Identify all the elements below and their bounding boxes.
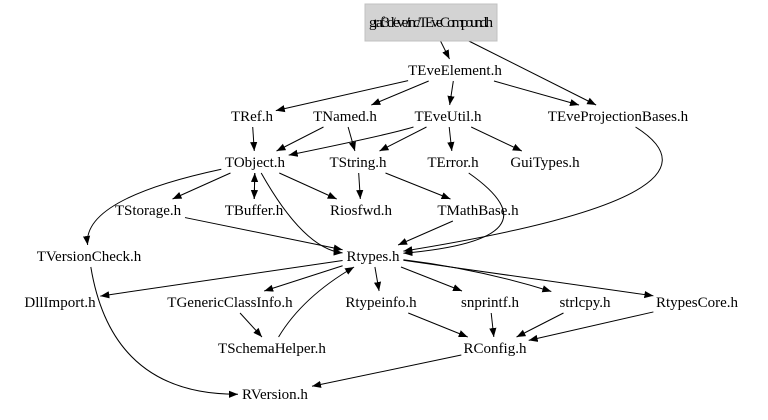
node-root[interactable]: graf3d/eve/inc/TEveCompound.h	[364, 3, 498, 42]
node-TNamed[interactable]: TNamed.h	[313, 109, 377, 125]
edge-Rtypeinfo-to-RConfig	[408, 312, 468, 338]
node-RConfig[interactable]: RConfig.h	[464, 341, 527, 357]
edge-TBuffer-to-TObject	[250, 172, 259, 200]
node-TRef[interactable]: TRef.h	[231, 109, 274, 125]
node-label: snprintf.h	[461, 295, 519, 311]
edge-RtypesCore-to-RConfig	[528, 311, 654, 342]
node-Riosfwd[interactable]: Riosfwd.h	[330, 203, 393, 219]
edge-RConfig-to-RVersion	[311, 354, 462, 388]
edge-TObject-to-TVersionCheck	[82, 168, 222, 246]
edge-TEveElement-to-TEveProjectionBases	[493, 80, 580, 107]
node-label: TStorage.h	[115, 203, 182, 219]
edge-root-to-TEveProjectionBases	[468, 40, 597, 106]
node-label: DllImport.h	[24, 295, 96, 311]
node-label: TObject.h	[225, 155, 286, 171]
node-label: TMathBase.h	[437, 203, 519, 219]
root-node-box	[364, 3, 498, 42]
node-TStorage[interactable]: TStorage.h	[115, 203, 182, 219]
node-TSchemaHelper[interactable]: TSchemaHelper.h	[218, 341, 326, 357]
node-TVersionCheck[interactable]: TVersionCheck.h	[37, 249, 142, 265]
node-label: TGenericClassInfo.h	[167, 295, 293, 311]
edge-TEveUtil-to-TObject	[288, 126, 414, 157]
edge-TObject-to-Riosfwd	[279, 172, 337, 200]
edge-Rtypes-to-Rtypeinfo	[373, 266, 382, 292]
edge-TEveProjectionBases-to-Rtypes	[403, 126, 663, 254]
edge-strlcpy-to-RConfig	[516, 312, 564, 338]
edge-TVersionCheck-to-RVersion	[90, 266, 239, 398]
node-TEveElement[interactable]: TEveElement.h	[408, 63, 502, 79]
node-label: RConfig.h	[464, 341, 527, 357]
node-TObject[interactable]: TObject.h	[225, 155, 286, 171]
node-label: TError.h	[427, 155, 479, 171]
node-label: Rtypes.h	[347, 249, 400, 265]
node-label: TNamed.h	[313, 109, 377, 125]
edge-Rtypes-to-DllImport	[100, 259, 343, 299]
node-TGenericClassInfo[interactable]: TGenericClassInfo.h	[167, 295, 293, 311]
node-label: graf3d/eve/inc/TEveCompound.h	[369, 15, 494, 31]
node-Rtypes[interactable]: Rtypes.h	[347, 249, 400, 265]
node-label: TString.h	[329, 155, 387, 171]
node-TError[interactable]: TError.h	[427, 155, 479, 171]
edge-TObject-to-TStorage	[172, 172, 231, 200]
edge-snprintf-to-RConfig	[489, 312, 497, 338]
edge-Rtypes-to-snprintf	[400, 266, 463, 292]
node-Rtypeinfo[interactable]: Rtypeinfo.h	[345, 295, 417, 311]
node-snprintf[interactable]: snprintf.h	[461, 295, 519, 311]
node-TString[interactable]: TString.h	[329, 155, 387, 171]
node-label: TEveElement.h	[408, 63, 502, 79]
edge-TSchemaHelper-to-Rtypes	[278, 266, 355, 338]
node-label: TSchemaHelper.h	[218, 341, 326, 357]
node-TEveProjectionBases[interactable]: TEveProjectionBases.h	[548, 109, 689, 125]
node-label: RtypesCore.h	[656, 295, 739, 311]
node-GuiTypes[interactable]: GuiTypes.h	[510, 155, 580, 171]
edge-TRef-to-TObject	[250, 126, 258, 152]
edge-TString-to-Riosfwd	[356, 172, 364, 200]
node-strlcpy[interactable]: strlcpy.h	[559, 295, 611, 311]
edge-TMathBase-to-Rtypes	[397, 220, 454, 246]
node-label: TVersionCheck.h	[37, 249, 142, 265]
edge-TError-to-Rtypes	[403, 172, 505, 257]
node-label: TRef.h	[231, 109, 274, 125]
edge-Rtypes-to-RtypesCore	[403, 259, 654, 299]
node-RVersion[interactable]: RVersion.h	[242, 387, 308, 403]
edge-TEveElement-to-TNamed	[371, 80, 429, 106]
edge-TEveUtil-to-TString	[379, 126, 427, 152]
node-label: Rtypeinfo.h	[345, 295, 417, 311]
nodes: graf3d/eve/inc/TEveCompound.hTEveElement…	[24, 3, 739, 403]
edge-TEveElement-to-TRef	[275, 80, 409, 113]
edge-TStorage-to-Rtypes	[184, 217, 343, 252]
node-TMathBase[interactable]: TMathBase.h	[437, 203, 519, 219]
edge-Rtypes-to-strlcpy	[403, 259, 552, 293]
edge-TNamed-to-TObject	[276, 126, 324, 152]
node-label: TEveUtil.h	[414, 109, 482, 125]
node-label: Riosfwd.h	[330, 203, 393, 219]
edge-TEveUtil-to-TError	[447, 126, 455, 152]
node-label: GuiTypes.h	[510, 155, 580, 171]
edge-TGenericClassInfo-to-TSchemaHelper	[239, 312, 263, 338]
node-DllImport[interactable]: DllImport.h	[24, 295, 96, 311]
node-label: TBuffer.h	[225, 203, 284, 219]
node-label: RVersion.h	[242, 387, 308, 403]
edge-Rtypes-to-TGenericClassInfo	[264, 265, 343, 292]
edge-TNamed-to-TString	[347, 126, 356, 152]
edge-root-to-TEveElement	[440, 40, 450, 60]
node-label: strlcpy.h	[559, 295, 611, 311]
node-RtypesCore[interactable]: RtypesCore.h	[656, 295, 739, 311]
edge-TEveUtil-to-GuiTypes	[470, 126, 523, 152]
edges	[82, 40, 663, 398]
edge-TEveElement-to-TEveUtil	[447, 80, 455, 106]
node-label: TEveProjectionBases.h	[548, 109, 689, 125]
node-TBuffer[interactable]: TBuffer.h	[225, 203, 284, 219]
edge-TString-to-TMathBase	[385, 172, 451, 200]
node-TEveUtil[interactable]: TEveUtil.h	[414, 109, 482, 125]
